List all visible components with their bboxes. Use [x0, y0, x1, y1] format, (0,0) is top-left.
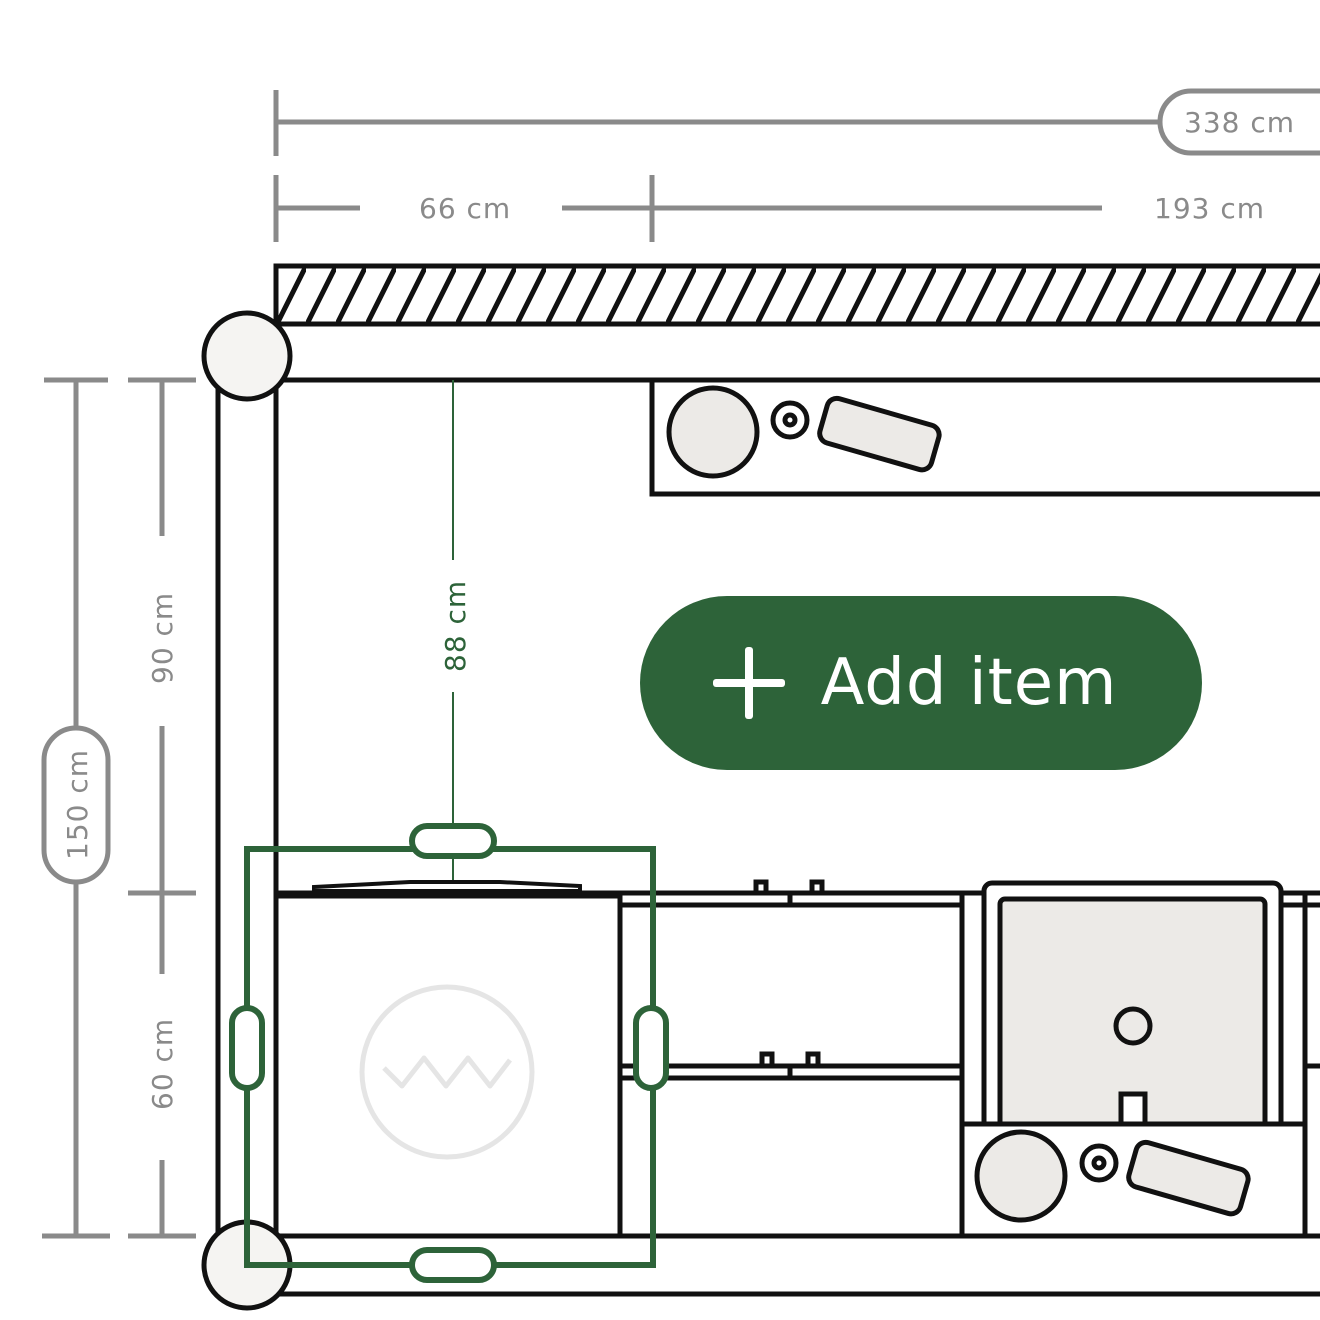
add-item-label: Add item — [820, 646, 1118, 720]
dimension-total-depth-label: 150 cm — [61, 749, 94, 860]
dimension-total-width-badge[interactable] — [1157, 88, 1320, 156]
dimension-total-depth-badge[interactable] — [41, 725, 111, 885]
wall-hatched — [273, 263, 1320, 327]
dimension-upper-depth-label: 90 cm — [146, 592, 179, 684]
basin-icon-lower — [974, 1129, 1068, 1223]
resize-handle-top[interactable] — [409, 823, 497, 859]
drain-icon — [1113, 1006, 1153, 1046]
clearance-label: 88 cm — [439, 580, 472, 672]
dimension-segments — [273, 175, 1102, 242]
sink-unit — [959, 880, 1308, 1239]
dimension-depth — [42, 377, 196, 1239]
washing-machine-icon — [359, 984, 535, 1160]
dimension-total-width-label: 338 cm — [1184, 106, 1295, 139]
dimension-total-width — [273, 90, 1162, 156]
resize-handle-bottom[interactable] — [409, 1247, 497, 1283]
soap-tray-icon-lower — [1126, 1139, 1251, 1217]
upper-counter — [649, 380, 1320, 497]
dimension-left-segment-label: 66 cm — [419, 192, 511, 225]
cooktop-lid — [312, 880, 582, 893]
dimension-right-segment-label: 193 cm — [1154, 192, 1265, 225]
soap-tray-icon — [817, 395, 942, 473]
add-item-button[interactable]: Add item — [640, 596, 1202, 770]
resize-handle-left[interactable] — [229, 1005, 265, 1091]
basin-icon — [666, 385, 760, 479]
selection-box[interactable] — [229, 823, 669, 1283]
plus-icon — [712, 647, 785, 719]
washing-machine — [359, 984, 535, 1160]
resize-handle-right[interactable] — [633, 1005, 669, 1091]
corner-joint-top[interactable] — [201, 310, 293, 402]
dimension-lower-depth-label: 60 cm — [146, 1018, 179, 1110]
